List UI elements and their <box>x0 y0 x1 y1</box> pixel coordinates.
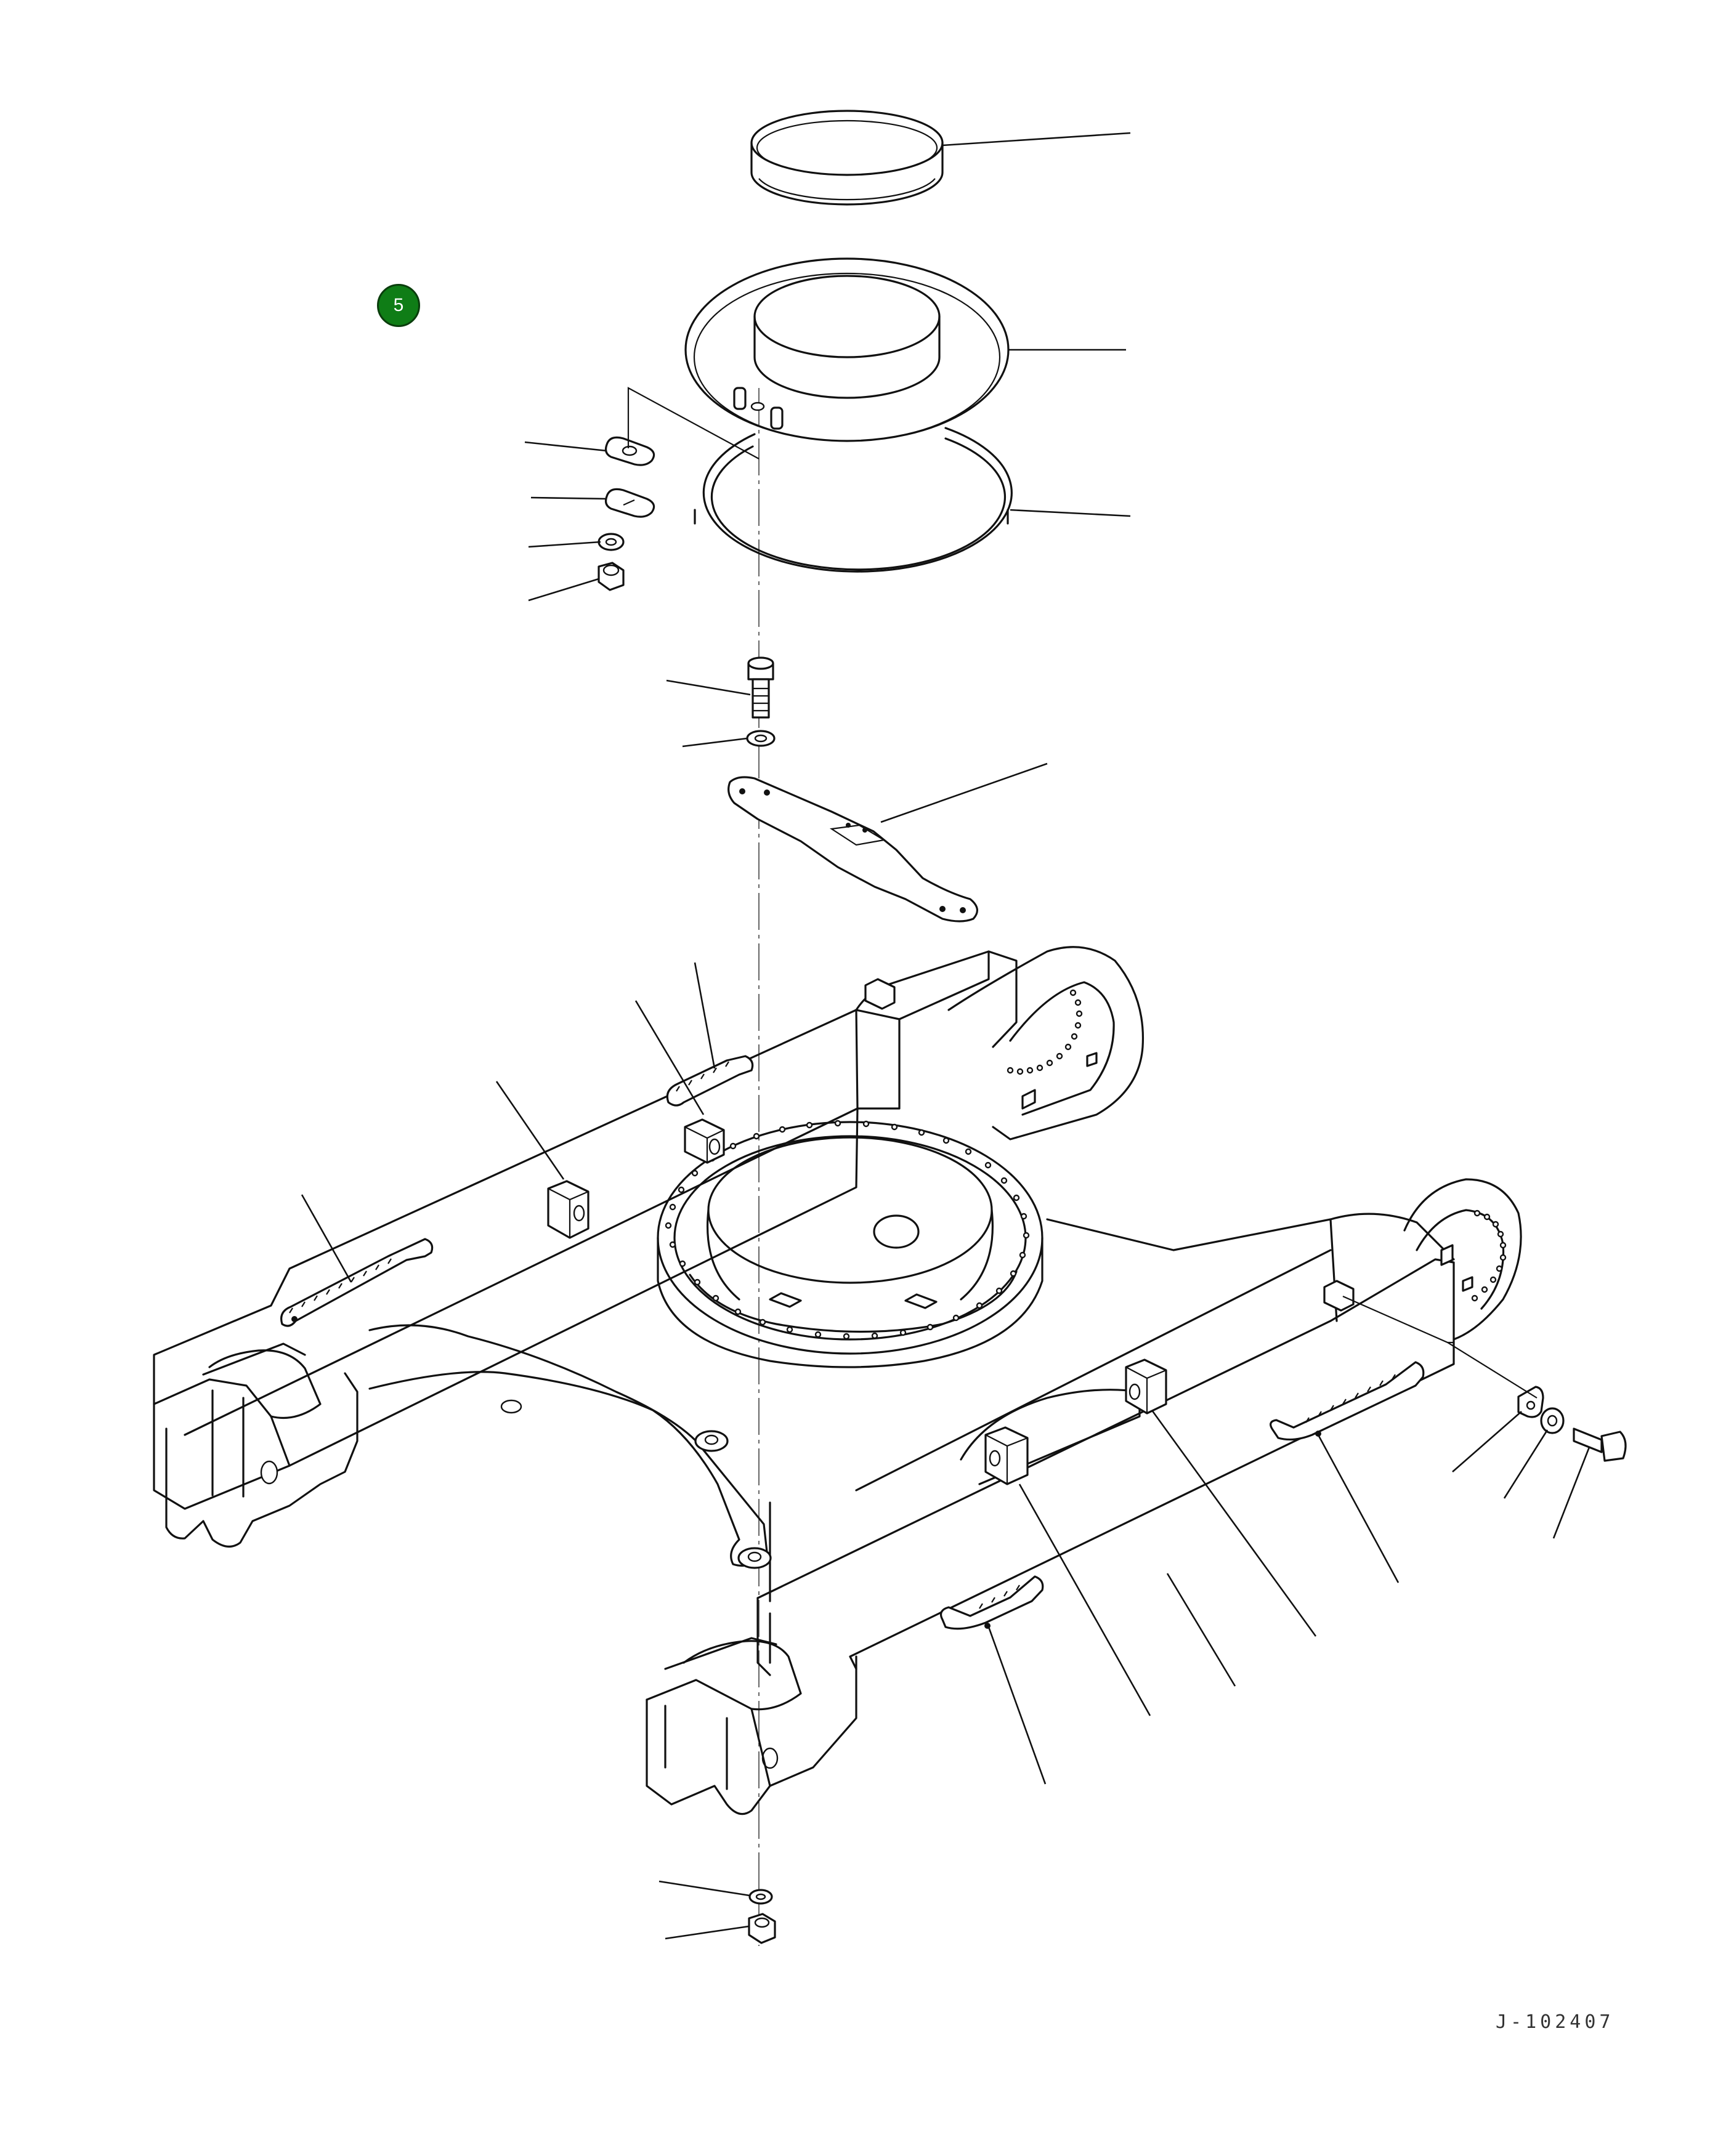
nut-bottom[interactable] <box>748 1913 776 1944</box>
leader-lines <box>301 132 1590 1940</box>
track-guide-1[interactable] <box>280 1238 434 1327</box>
leader-bolt <box>666 679 751 696</box>
washer-right[interactable] <box>1540 1407 1565 1434</box>
leader-bracket <box>880 762 1048 823</box>
washer-left[interactable] <box>598 533 625 551</box>
track-guide-4[interactable] <box>940 1575 1044 1630</box>
plate-right[interactable] <box>1517 1386 1544 1418</box>
leader-guide-3 <box>1317 1434 1400 1583</box>
leader-guide-1 <box>301 1194 352 1283</box>
leader-nut <box>528 578 599 602</box>
track-frame[interactable] <box>153 946 1522 1815</box>
leader-washer <box>528 541 601 548</box>
sprocket-bolt-holes-lower <box>1471 1209 1507 1302</box>
callout-number: 5 <box>393 295 404 315</box>
leader-frame <box>1166 1573 1236 1687</box>
plate-link-line <box>627 387 760 459</box>
plate-a[interactable] <box>604 436 655 466</box>
track-guide-3[interactable] <box>1270 1361 1425 1441</box>
washer-bottom[interactable] <box>748 1889 773 1905</box>
track-guides[interactable] <box>280 1055 1425 1630</box>
leader-washer-bottom <box>658 1880 750 1897</box>
seal-ring-upper[interactable] <box>750 110 944 206</box>
leader-bolt-right <box>1552 1447 1590 1539</box>
track-guide-2[interactable] <box>666 1055 754 1107</box>
swing-circle-ring[interactable] <box>684 257 1010 442</box>
callout-badge[interactable]: 5 <box>377 284 420 327</box>
guard-block-1[interactable] <box>684 1118 725 1164</box>
leader-guide-2 <box>694 962 716 1069</box>
leader-block-1 <box>634 1000 705 1115</box>
leader-block-2 <box>495 1081 565 1180</box>
leader-nut-bottom <box>665 1925 750 1940</box>
leader-plate-b <box>530 496 607 500</box>
leader-plate-right <box>1452 1411 1522 1472</box>
cover-bracket[interactable] <box>727 776 978 923</box>
leader-plate-a <box>524 441 607 452</box>
leader-block-4 <box>1018 1484 1151 1716</box>
bolt-right[interactable] <box>1573 1427 1627 1462</box>
leader-seal-ring <box>942 132 1131 147</box>
leader-o-ring <box>1010 509 1131 517</box>
leader-guide-4 <box>987 1626 1047 1785</box>
bolt[interactable] <box>747 656 774 719</box>
leader-washer-upper <box>682 737 748 748</box>
plate-b[interactable] <box>604 488 655 518</box>
o-ring-lower[interactable] <box>694 427 1013 573</box>
guard-block-2[interactable] <box>547 1180 590 1239</box>
plate-right-link-line <box>1342 1295 1538 1399</box>
drawing-number: J-102407 <box>1496 2011 1615 2033</box>
guard-brackets[interactable] <box>547 978 1355 1485</box>
nut-left[interactable] <box>598 562 625 591</box>
guard-block-4[interactable] <box>984 1426 1029 1485</box>
washer-upper[interactable] <box>746 730 776 747</box>
sprocket-bolt-holes-upper <box>1007 989 1083 1075</box>
guard-block-3[interactable] <box>1125 1359 1167 1415</box>
leader-washer-right <box>1503 1429 1549 1499</box>
leader-block-3 <box>1151 1410 1317 1637</box>
